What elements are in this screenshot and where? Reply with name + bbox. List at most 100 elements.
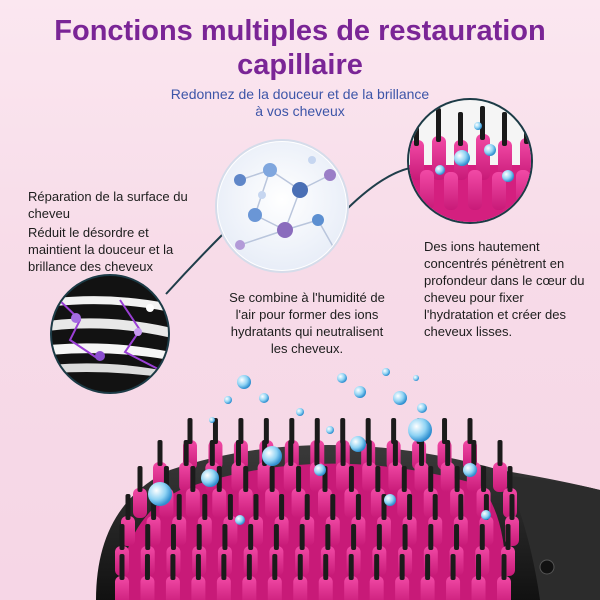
brush-bristle-pin [125, 494, 131, 520]
brush-bristle-pin [428, 524, 434, 550]
brush-bristle-pin [505, 524, 511, 550]
feature-text-surface-repair: Réparation de la surface du cheveu [28, 189, 188, 221]
brush-bristle-pin [263, 418, 269, 444]
brush-bristle-pin [428, 466, 434, 492]
brush-bristle-pin [454, 524, 460, 550]
brush-bristle-base [420, 576, 435, 600]
brush-bristle-base [133, 488, 147, 518]
brush-bristle-base [414, 462, 429, 492]
brush-bristle-pin [355, 494, 361, 520]
brush-bristle-pin [145, 524, 151, 550]
brush-bristle-base [497, 576, 511, 600]
brush-bristle-base [165, 576, 180, 600]
brush-bristle-pin [137, 466, 143, 492]
brush-bristle-pin [458, 494, 464, 520]
brush-bristle-base [440, 462, 455, 492]
brush-bristle-pin [401, 466, 407, 492]
brush-bristle-pin [351, 524, 357, 550]
brush-bristle-pin [340, 418, 346, 444]
brush-bristle-pin [450, 554, 456, 580]
page-title: Fonctions multiples de restauration capi… [0, 14, 600, 82]
brush-bristle-base [212, 488, 227, 518]
hair-strand-circle-icon [50, 274, 170, 394]
brush-bristle-pin [454, 466, 460, 492]
brush-bristle-pin [366, 440, 372, 466]
brush-bristle-pin [209, 440, 215, 466]
brush-bristle-pin [243, 466, 249, 492]
brush-bristle-pin [402, 524, 408, 550]
brush-bristle-pin [272, 554, 278, 580]
brush-bristle-base [140, 576, 155, 600]
brush-bristle-pin [479, 524, 485, 550]
brush-bristle-pin [157, 440, 163, 466]
brush-bristle-pin [288, 440, 294, 466]
brush-bristle-base [231, 462, 246, 492]
brush-bristle-base [471, 576, 486, 600]
brush-bristle-pin [442, 418, 448, 444]
brush-bristle-base [344, 576, 359, 600]
brush-bristle-pin [222, 524, 228, 550]
water-droplets-icon [148, 368, 491, 525]
molecule-circle-icon [215, 139, 349, 273]
brush-bristle-pin [248, 524, 254, 550]
brush-bristle-pin [221, 554, 227, 580]
brush-bristle-base [179, 462, 194, 492]
brush-bristle-pin [501, 554, 507, 580]
brush-bristle-base [185, 488, 200, 518]
brush-bristle-pin [392, 440, 398, 466]
brush-bristle-pin [481, 466, 487, 492]
brush-bristle-base [265, 488, 280, 518]
feature-text-deep-penetration: Des ions hautement concentrés pénètrent … [424, 239, 585, 339]
brush-bristle-base [115, 576, 129, 600]
brush-bristle-base [267, 576, 282, 600]
brush-bristle-pin [279, 494, 285, 520]
brush-bristle-base [369, 576, 384, 600]
brush-bristle-base [493, 462, 507, 492]
brush-bristle-base [257, 462, 272, 492]
brush-bristle-base [388, 462, 403, 492]
brush-bristle-pin [299, 524, 305, 550]
brush-bristle-base [238, 488, 253, 518]
brush-bristle-pin [419, 440, 425, 466]
brush-bristle-pin [235, 440, 241, 466]
brush-bristle-pin [227, 494, 233, 520]
brush-bristle-pin [375, 466, 381, 492]
brush-bristle-pin [348, 466, 354, 492]
brush-bristle-pin [507, 466, 513, 492]
brush-bristle-pin [297, 554, 303, 580]
brush-bristle-base [318, 576, 333, 600]
brush-bristle-base [216, 576, 231, 600]
page-subtitle: Redonnez de la douceur et de la brillanc… [140, 86, 460, 120]
brush-bristle-pin [330, 494, 336, 520]
brush-bristle-pin [253, 494, 259, 520]
brush-bristle-pin [445, 440, 451, 466]
brush-bristle-base [291, 488, 306, 518]
brush-bristle-pin [170, 524, 176, 550]
brush-bristle-pin [273, 524, 279, 550]
brush-bristle-pin [216, 466, 222, 492]
feature-text-hydrating-ions: Se combine à l'humidité de l'air pour fo… [229, 290, 385, 356]
brush-bristle-pin [325, 524, 331, 550]
brush-bristle-pin [238, 418, 244, 444]
brush-bristle-pin [376, 524, 382, 550]
brush-bristle-pin [296, 466, 302, 492]
brush-bristle-pin [176, 494, 182, 520]
brush-bristle-pin [304, 494, 310, 520]
brush-bristle-pin [187, 418, 193, 444]
brush-bristle-pin [509, 494, 515, 520]
brush-bristle-pin [365, 418, 371, 444]
brush-bristle-pin [314, 418, 320, 444]
brush-bristle-base [395, 576, 410, 600]
brush-bristle-pin [196, 524, 202, 550]
brush-bristle-base [191, 576, 206, 600]
subtitle-line-2: à vos cheveux [255, 103, 345, 119]
brush-bristle-pin [374, 554, 380, 580]
brush-bristle-pin [467, 418, 473, 444]
brush-bristle-base [293, 576, 308, 600]
brush-bristle-base [242, 576, 257, 600]
brush-bristle-pin [471, 440, 477, 466]
brush-bristle-base [336, 462, 351, 492]
brush-bristle-pin [144, 554, 150, 580]
brush-bristle-pin [269, 466, 275, 492]
